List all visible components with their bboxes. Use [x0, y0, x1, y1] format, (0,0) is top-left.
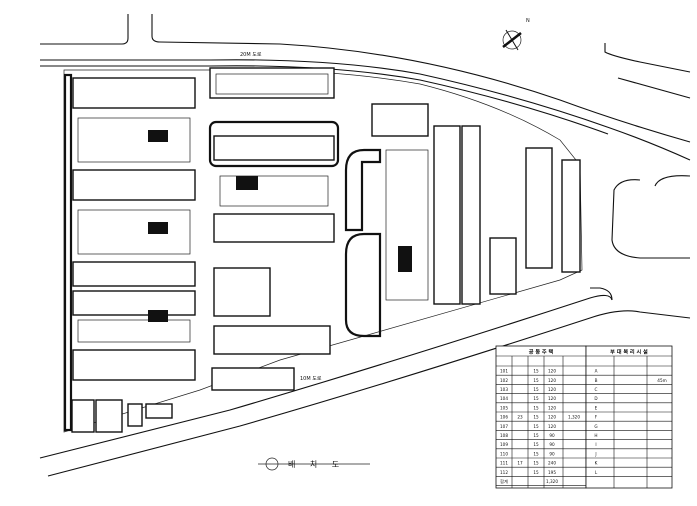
north-arrow: N [502, 18, 530, 51]
residential-cell: 120 [548, 396, 556, 401]
facilities-cell: G [594, 424, 597, 429]
road-lines [39, 14, 691, 477]
residential-cell: 108 [500, 433, 508, 438]
residential-cell: 15 [533, 387, 539, 392]
residential-cell: 15 [533, 461, 539, 466]
left-buildings [63, 73, 196, 432]
residential-cell: 17 [517, 461, 523, 466]
right-buildings [344, 103, 581, 338]
road-label-north: 20M 도로 [240, 52, 262, 58]
facilities-cell: E [595, 405, 598, 410]
residential-table: 공 동 주 택 101 15 120 102 15 120 103 15 120 104 15 120… [495, 345, 587, 489]
residential-cell: 240 [548, 461, 556, 466]
facilities-cell: C [595, 387, 598, 392]
residential-cell: 90 [549, 451, 555, 456]
residential-cell: 90 [549, 442, 555, 447]
residential-cell: 1,320 [568, 415, 580, 420]
residential-cell: 15 [533, 451, 539, 456]
residential-cell: 101 [500, 369, 508, 374]
residential-cell: 120 [548, 378, 556, 383]
facilities-cell: H [594, 433, 597, 438]
residential-cell: 15 [533, 424, 539, 429]
residential-cell: 120 [548, 405, 556, 410]
residential-cell: 15 [533, 369, 539, 374]
drawing-title-text: 배 치 도 [288, 460, 345, 469]
residential-cell: 15 [533, 442, 539, 447]
residential-cell: 195 [548, 470, 556, 475]
residential-cell: 110 [500, 451, 508, 456]
residential-cell: 111 [500, 461, 508, 466]
residential-cell: 105 [500, 405, 508, 410]
residential-cell: 120 [548, 369, 556, 374]
residential-cell: 23 [517, 415, 523, 420]
residential-cell: 107 [500, 424, 508, 429]
facilities-cell: J [594, 451, 596, 456]
facilities-cell: D [594, 396, 597, 401]
residential-cell: 15 [533, 415, 539, 420]
facilities-cell: 45m [657, 378, 666, 383]
north-label: N [526, 18, 530, 24]
residential-cell: 120 [548, 424, 556, 429]
residential-cell: 112 [500, 470, 508, 475]
residential-cell: 15 [533, 396, 539, 401]
residential-cell: 106 [500, 415, 508, 420]
facilities-cell: A [595, 369, 598, 374]
residential-cell: 102 [500, 378, 508, 383]
road-label-south: 10M 도로 [300, 376, 322, 382]
facilities-cell: I [595, 442, 596, 447]
residential-cell: 15 [533, 378, 539, 383]
facilities-cell: L [595, 470, 598, 475]
facilities-cell: K [595, 461, 598, 466]
residential-cell: 120 [548, 415, 556, 420]
residential-cell: 15 [533, 433, 539, 438]
residential-cell: 90 [549, 433, 555, 438]
facilities-cell: F [595, 415, 598, 420]
residential-cell: 120 [548, 387, 556, 392]
residential-cell: 109 [500, 442, 508, 447]
residential-cell: 15 [533, 405, 539, 410]
residential-cell: 15 [533, 470, 539, 475]
facilities-cell: B [595, 378, 598, 383]
drawing-title: 배 치 도 [258, 457, 370, 471]
center-buildings [208, 67, 340, 391]
residential-table-heading: 공 동 주 택 [529, 348, 554, 356]
facilities-table-heading: 부 대 복 리 시 설 [610, 348, 648, 356]
residential-cell: 103 [500, 387, 508, 392]
residential-cell: 합계 [500, 478, 508, 485]
lower-left-facilities [71, 399, 173, 433]
residential-cell: 1,320 [546, 479, 558, 484]
residential-cell: 104 [500, 396, 508, 401]
